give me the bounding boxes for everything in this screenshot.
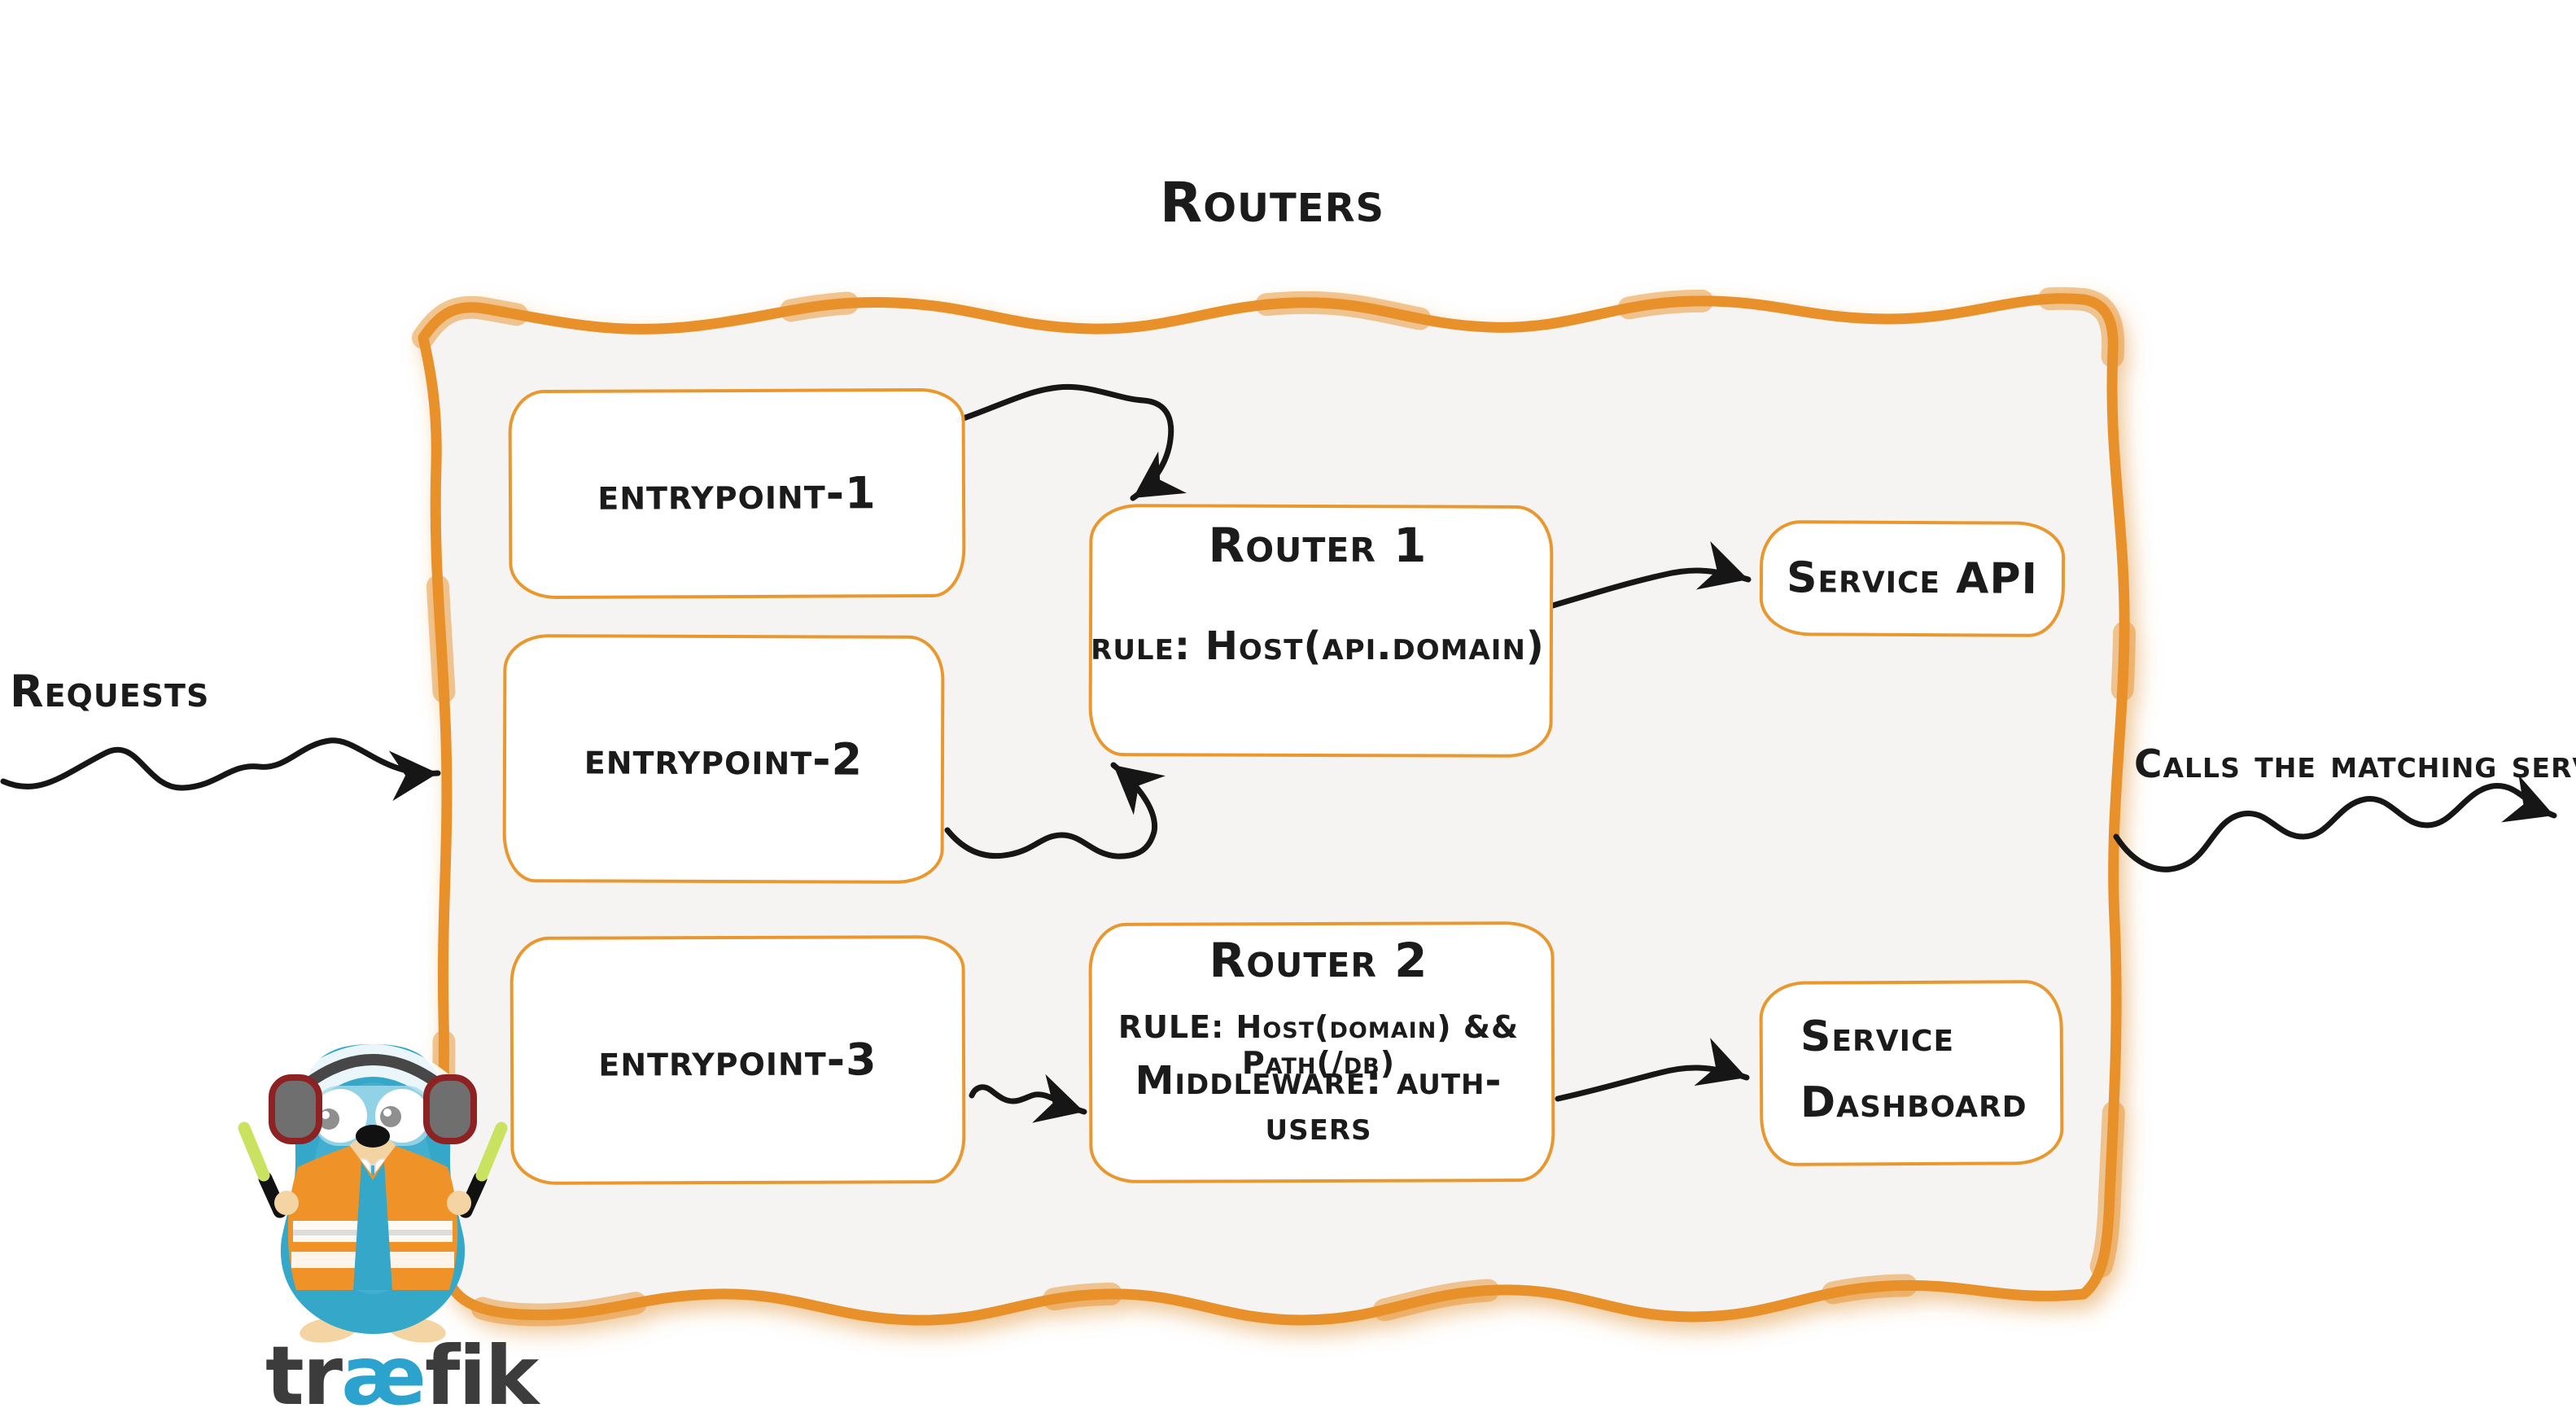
arrow-router1-service-api: [1550, 541, 1752, 609]
requests-arrow: [0, 737, 441, 802]
service-dashboard-label: Service Dashboard: [1800, 1012, 2027, 1127]
wordmark-ae: æ: [341, 1328, 426, 1408]
service-api-label: Service API: [1786, 553, 2039, 604]
wordmark-post: fik: [424, 1328, 539, 1408]
arrow-router2-service-dashboard: [1555, 1038, 1750, 1102]
service-api-box: Service API: [1759, 520, 2066, 637]
page-title: Routers: [1159, 171, 1385, 235]
calls-arrow: [2113, 775, 2557, 872]
traefik-gopher-mascot: [238, 1044, 508, 1343]
requests-label: Requests: [10, 666, 210, 717]
traefik-wordmark: træfik: [265, 1328, 539, 1408]
entrypoint-2-label: entrypoint-2: [584, 732, 864, 785]
router-2-rule: RULE: Host(domain) && Path(/db): [1117, 1009, 1520, 1081]
entrypoint-1-label: entrypoint-1: [597, 467, 877, 520]
headphones-icon: [269, 1054, 477, 1144]
gopher-eyes: [313, 1089, 429, 1143]
arrow-entrypoint1-router1: [956, 383, 1187, 501]
router-1-rule: rule: Host(api.domain): [1091, 623, 1545, 669]
entrypoint-3-label: entrypoint-3: [598, 1034, 877, 1087]
entrypoint-3-box: entrypoint-3: [510, 935, 966, 1185]
entrypoint-1-box: entrypoint-1: [508, 387, 966, 600]
entrypoint-2-box: entrypoint-2: [502, 634, 945, 884]
calls-the-matching-server-label: Calls the matching server: [2134, 742, 2576, 787]
wordmark-pre: tr: [265, 1328, 343, 1408]
safety-vest: [287, 1146, 458, 1290]
arrow-entrypoint2-router1: [944, 762, 1166, 859]
router-1-title: Router 1: [1208, 518, 1428, 573]
arrow-entrypoint3-router2: [969, 1073, 1087, 1123]
router-2-title: Router 2: [1209, 933, 1428, 988]
router-2-middleware: Middleware: auth-users: [1135, 1058, 1502, 1149]
